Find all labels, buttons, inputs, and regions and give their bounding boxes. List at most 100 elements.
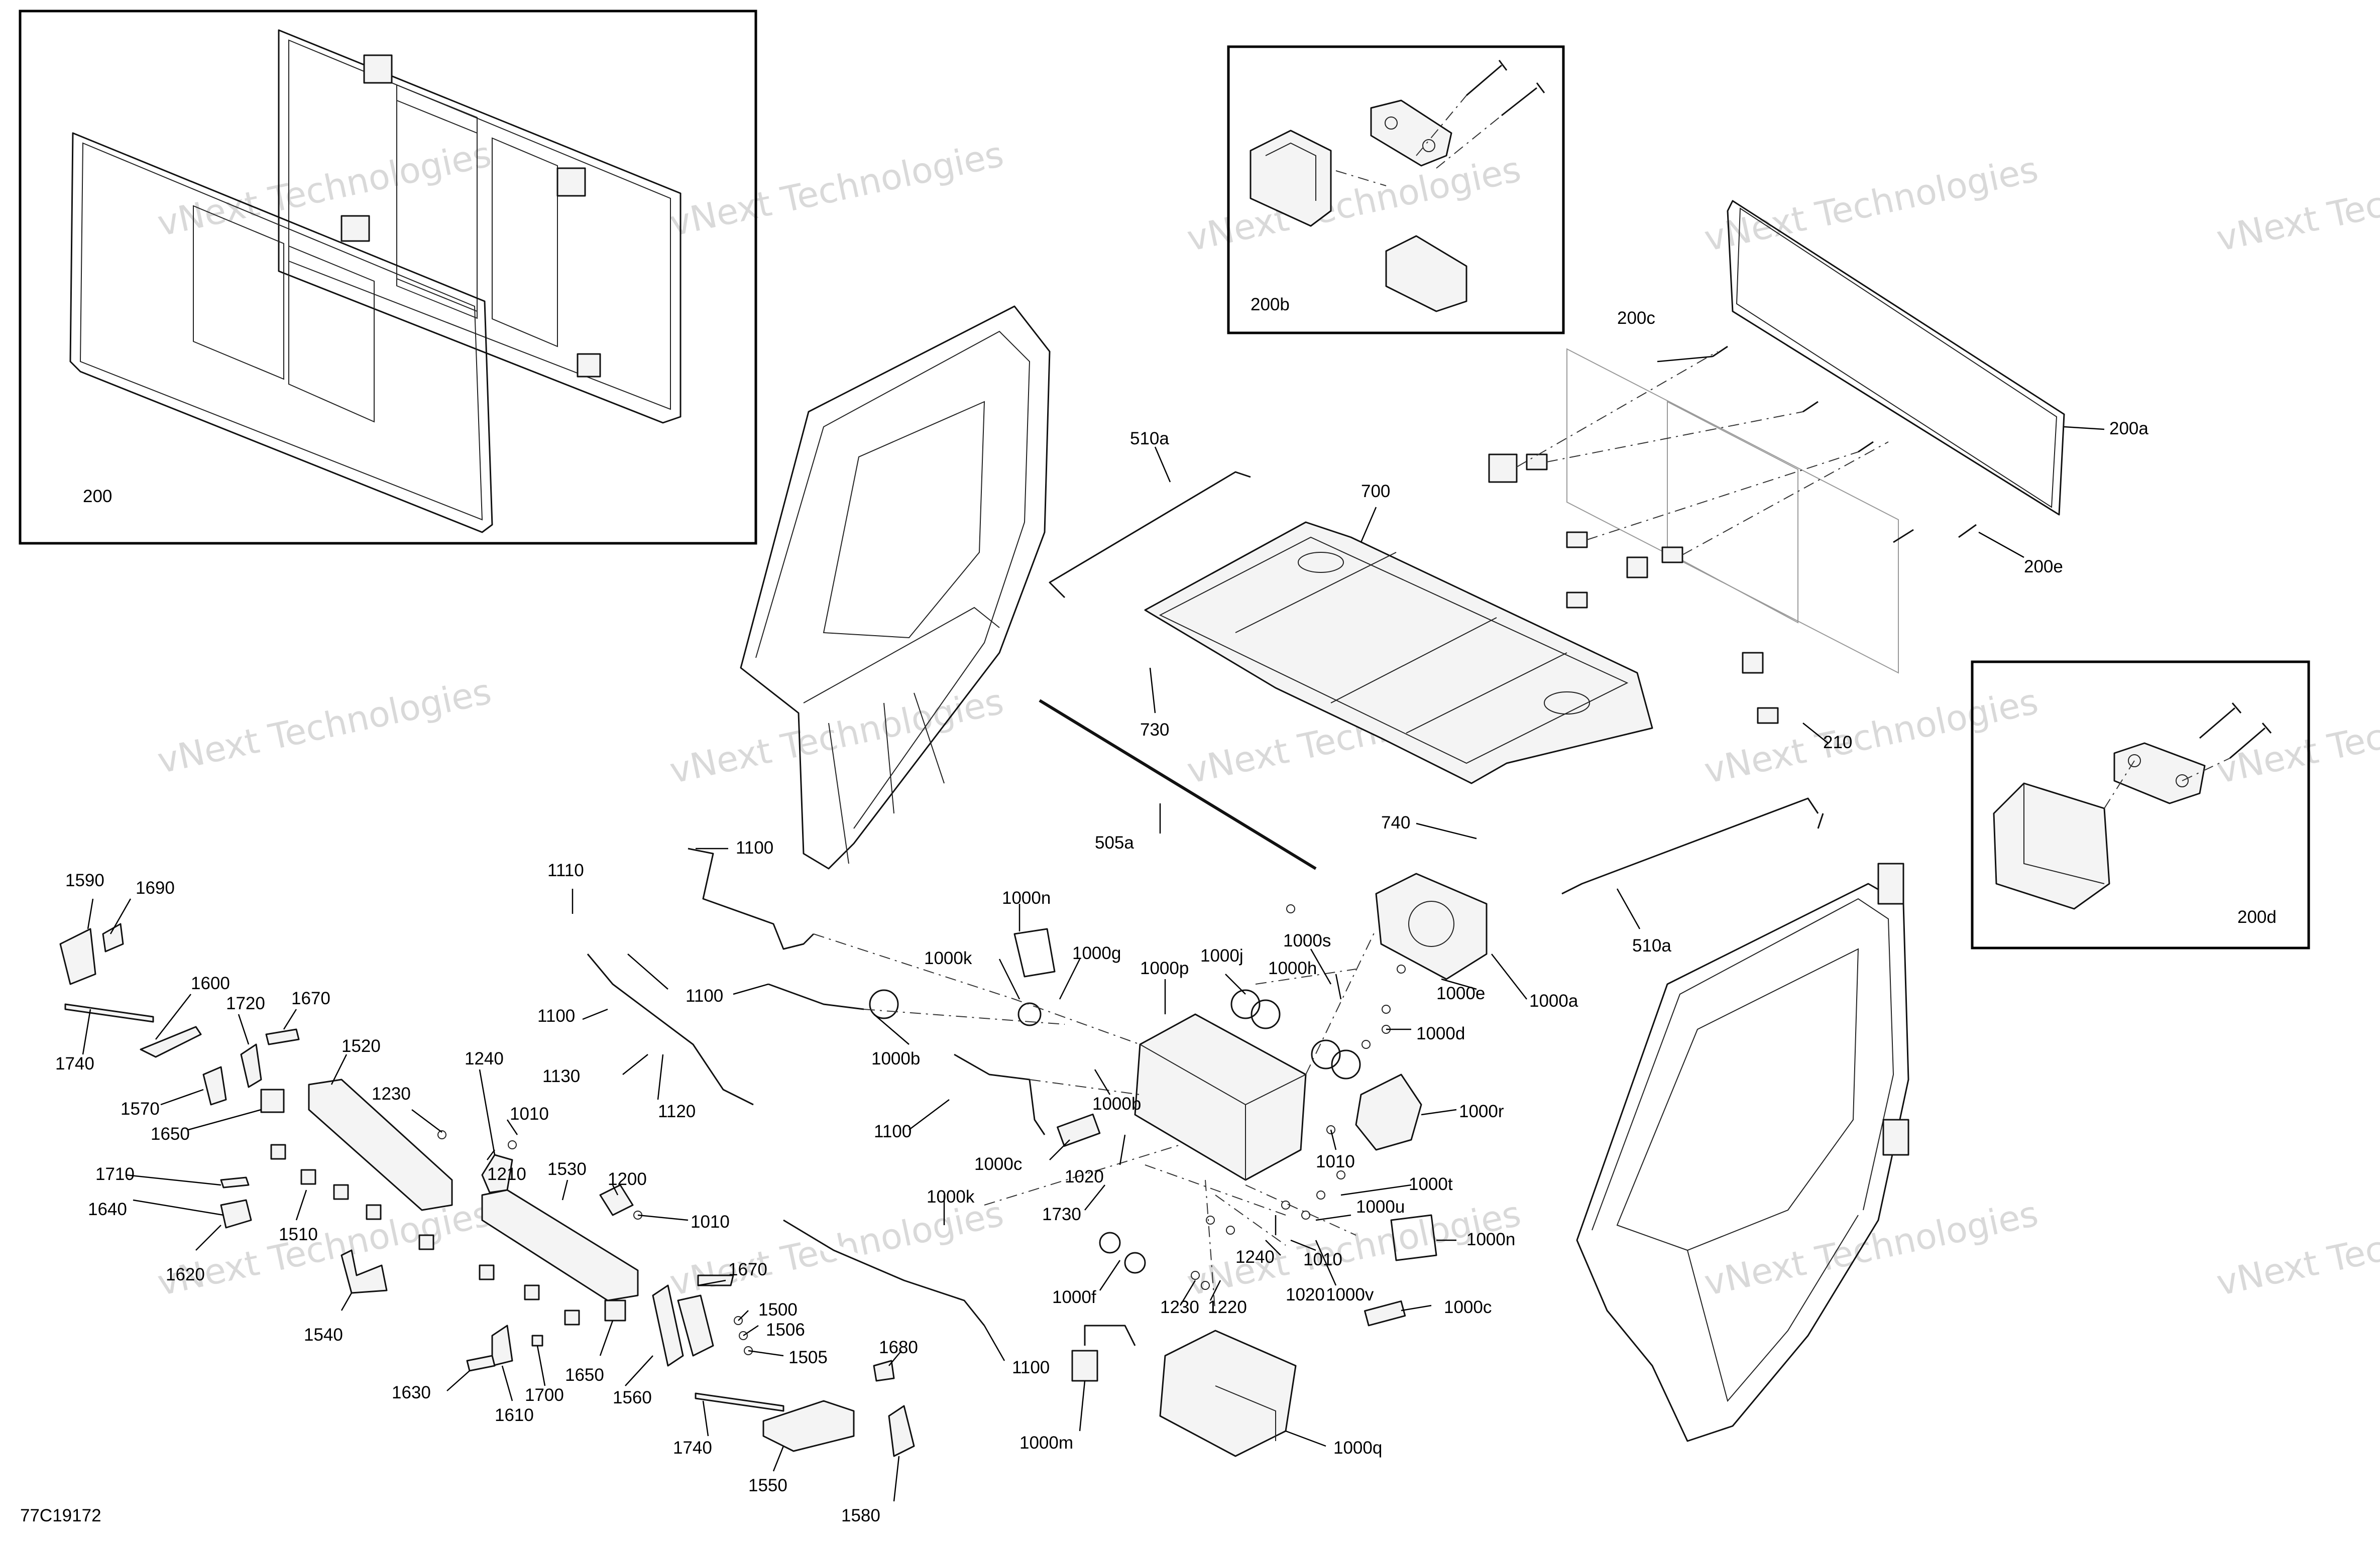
part-1590 xyxy=(59,928,96,985)
callout: 1100 xyxy=(874,1122,912,1141)
callout: 1100 xyxy=(736,838,773,858)
watermark: vNext Technologies xyxy=(1183,149,1524,260)
leader-lines xyxy=(82,355,2105,1502)
callout: 1710 xyxy=(95,1164,135,1184)
callout: 1000q xyxy=(1333,1438,1382,1458)
callout: 1580 xyxy=(841,1506,880,1525)
callout: 1620 xyxy=(166,1265,205,1284)
seal-505a xyxy=(1039,699,1317,870)
part-1670-top xyxy=(265,1028,300,1045)
callout: 1210 xyxy=(487,1164,526,1184)
callout: 1650 xyxy=(565,1365,604,1385)
callout: 1000g xyxy=(1072,943,1121,963)
right-door xyxy=(1576,863,1909,1442)
callout: 1505 xyxy=(788,1348,828,1367)
callout: 1000u xyxy=(1356,1197,1405,1217)
callout: 1550 xyxy=(748,1476,787,1495)
callout: 1570 xyxy=(121,1099,160,1119)
callout: 700 xyxy=(1361,482,1390,501)
callout: 1100 xyxy=(537,1006,575,1026)
part-1650-b xyxy=(604,1299,626,1322)
callout: 1000n xyxy=(1002,888,1051,908)
callout: 1010 xyxy=(691,1212,730,1232)
callout: 1540 xyxy=(304,1325,343,1345)
callout: 1000r xyxy=(1459,1102,1504,1121)
callout: 505a xyxy=(1095,833,1134,853)
callout: 1000j xyxy=(1200,946,1243,966)
part-1740-left xyxy=(64,1003,154,1023)
callout: 1670 xyxy=(728,1260,767,1279)
callout: 1530 xyxy=(547,1159,587,1179)
callout: 200a xyxy=(2109,419,2148,438)
rod-510a-left xyxy=(1049,471,1251,599)
callout: 1000h xyxy=(1268,959,1317,978)
callout: 1670 xyxy=(291,989,330,1008)
callout: 1680 xyxy=(879,1338,918,1357)
callout: 1000b xyxy=(1092,1094,1141,1114)
callout: 1200 xyxy=(608,1169,647,1189)
callout: 1000v xyxy=(1326,1285,1374,1304)
callout: 740 xyxy=(1381,813,1410,833)
callout: 1740 xyxy=(55,1054,94,1074)
callout: 1730 xyxy=(1042,1205,1081,1224)
inset-200d: 200d xyxy=(1971,660,2310,949)
watermark: vNext Technologies xyxy=(2213,1193,2380,1304)
callout: 1520 xyxy=(342,1036,381,1056)
hvac-assembly xyxy=(582,843,1488,1457)
part-1580 xyxy=(888,1405,915,1457)
callout: 1600 xyxy=(191,974,230,993)
part-1520 xyxy=(308,1079,453,1211)
callout: 1000k xyxy=(927,1187,975,1207)
part-1630 xyxy=(466,1355,496,1372)
part-1550 xyxy=(762,1400,855,1452)
callout: 1630 xyxy=(392,1383,431,1402)
part-1530 xyxy=(481,1189,639,1301)
callout: 1000c xyxy=(1444,1297,1492,1317)
part-1670-b xyxy=(697,1274,734,1286)
callout: 1020 xyxy=(1065,1167,1104,1186)
part-1690 xyxy=(102,923,124,953)
rod-510a-right xyxy=(1561,797,1819,895)
callout: 1000s xyxy=(1283,931,1331,951)
inset-200b-label: 200b xyxy=(1251,295,1290,314)
callout: 1110 xyxy=(547,861,584,880)
callout: 1000c xyxy=(974,1154,1022,1174)
part-1570 xyxy=(202,1066,227,1106)
callout: 1240 xyxy=(1235,1247,1275,1267)
rear-window-assembly xyxy=(1488,200,2065,724)
callout: 1010 xyxy=(1303,1250,1342,1269)
callout: 1000b xyxy=(871,1049,920,1069)
watermark: vNext Technologies xyxy=(666,681,1007,792)
callout: 1740 xyxy=(673,1438,712,1458)
callout-labels: 200c 200a 200e 210 510a 700 730 505a 740… xyxy=(55,308,2148,1525)
inset-200b: 200b xyxy=(1227,45,1565,334)
watermark: vNext Technologies xyxy=(2213,149,2380,260)
watermark: vNext Technologies xyxy=(666,134,1007,245)
seals-and-rods xyxy=(1039,471,1824,895)
callout: 1500 xyxy=(758,1300,798,1320)
dash-trim-parts xyxy=(59,923,915,1457)
callout: 1020 xyxy=(1286,1285,1325,1304)
inset-200d-label: 200d xyxy=(2237,907,2277,927)
watermark: vNext Technologies xyxy=(1701,1193,2042,1304)
part-1640 xyxy=(220,1199,252,1229)
callout: 1000p xyxy=(1140,959,1189,978)
callout: 1130 xyxy=(542,1066,580,1086)
callout: 1220 xyxy=(1208,1297,1247,1317)
callout: 200e xyxy=(2024,557,2063,576)
callout: 1240 xyxy=(465,1049,504,1069)
part-1720 xyxy=(240,1043,262,1088)
callout: 1010 xyxy=(1316,1152,1355,1171)
callout: 1120 xyxy=(658,1102,696,1121)
callout: 1000f xyxy=(1052,1287,1096,1307)
callout: 1590 xyxy=(65,871,104,890)
part-1210 xyxy=(481,1154,513,1194)
callout: 1100 xyxy=(1012,1358,1050,1377)
part-1610 xyxy=(491,1325,513,1367)
callout: 1700 xyxy=(525,1385,564,1405)
watermark: vNext Technologies xyxy=(154,1193,495,1304)
callout: 1010 xyxy=(510,1104,549,1124)
callout: 210 xyxy=(1823,733,1852,752)
part-1600 xyxy=(140,1026,202,1058)
